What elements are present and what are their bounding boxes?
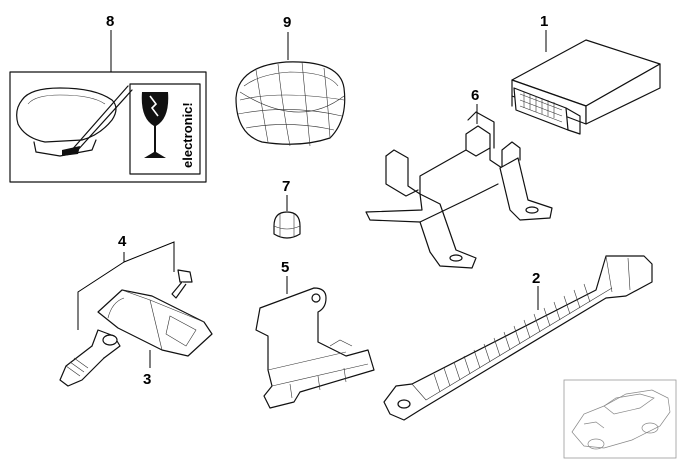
callout-9: 9	[283, 14, 291, 31]
callout-6: 6	[471, 87, 479, 104]
warning-text: electronic!	[180, 102, 195, 168]
part-5-clip-bracket[interactable]	[255, 287, 375, 409]
callout-4: 4	[118, 233, 127, 250]
callout-4-leader-right	[123, 241, 175, 272]
callout-1: 1	[540, 13, 548, 30]
vehicle-thumbnail[interactable]	[563, 379, 677, 459]
callout-3: 3	[143, 371, 151, 388]
part-4-valve-stem[interactable]	[59, 329, 121, 387]
callout-5: 5	[281, 259, 289, 276]
fragile-glass-icon	[141, 92, 169, 158]
rim-icon	[33, 139, 97, 157]
part-8-warning-sticker[interactable]: electronic!	[9, 71, 207, 183]
callout-4-leader-left	[77, 252, 125, 330]
callout-2: 2	[532, 270, 540, 287]
callout-8: 8	[106, 13, 114, 30]
part-3-tire-sensor[interactable]	[97, 289, 213, 357]
part-9-cushion[interactable]	[235, 61, 346, 147]
car-icon	[571, 389, 671, 449]
tire-icon	[16, 87, 117, 143]
callout-7: 7	[282, 178, 290, 195]
part-4-screw[interactable]	[171, 269, 193, 299]
part-1-control-module[interactable]	[511, 39, 661, 135]
sticker-border	[9, 71, 207, 183]
part-6-bracket[interactable]	[365, 111, 553, 269]
fragile-box	[129, 83, 201, 175]
part-2-strap[interactable]	[383, 255, 653, 421]
part-7-valve-cap[interactable]	[273, 211, 301, 239]
